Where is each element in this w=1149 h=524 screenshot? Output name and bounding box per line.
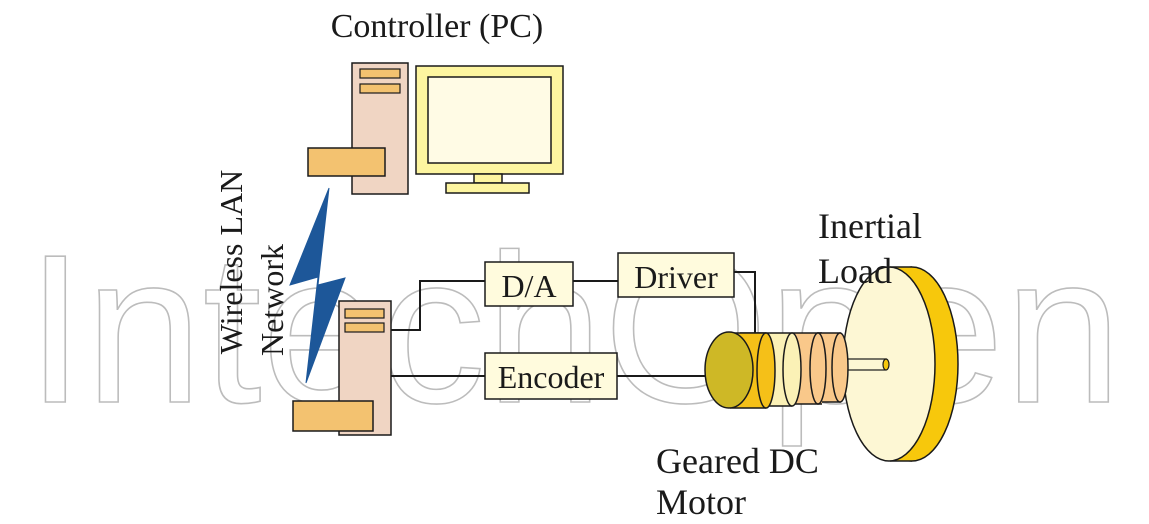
watermark-text: IntechOpen: [26, 210, 1122, 447]
load-label-line2: Load: [818, 251, 892, 291]
geared-dc-motor-icon: [704, 331, 849, 409]
motor-shaft-icon: [840, 358, 890, 371]
local-tower-icon: [292, 300, 392, 436]
signal-wires: [391, 271, 756, 377]
controller-label: Controller (PC): [331, 8, 543, 45]
motor-label-line1: Geared DC: [656, 441, 819, 481]
da-label: D/A: [501, 268, 556, 304]
encoder-box: [484, 352, 618, 400]
controller-tower-icon: [307, 62, 409, 195]
monitor-icon: [415, 65, 564, 194]
wireless-label-line2: Network: [254, 244, 290, 356]
wireless-label-line1: Wireless LAN: [213, 170, 249, 354]
da-box: [484, 261, 574, 307]
motor-label-line2: Motor: [656, 482, 746, 519]
encoder-label: Encoder: [498, 359, 605, 395]
driver-box: [617, 252, 735, 298]
wireless-lightning-icon: [289, 187, 346, 384]
driver-label: Driver: [634, 259, 718, 295]
load-label-line1: Inertial: [818, 206, 922, 246]
